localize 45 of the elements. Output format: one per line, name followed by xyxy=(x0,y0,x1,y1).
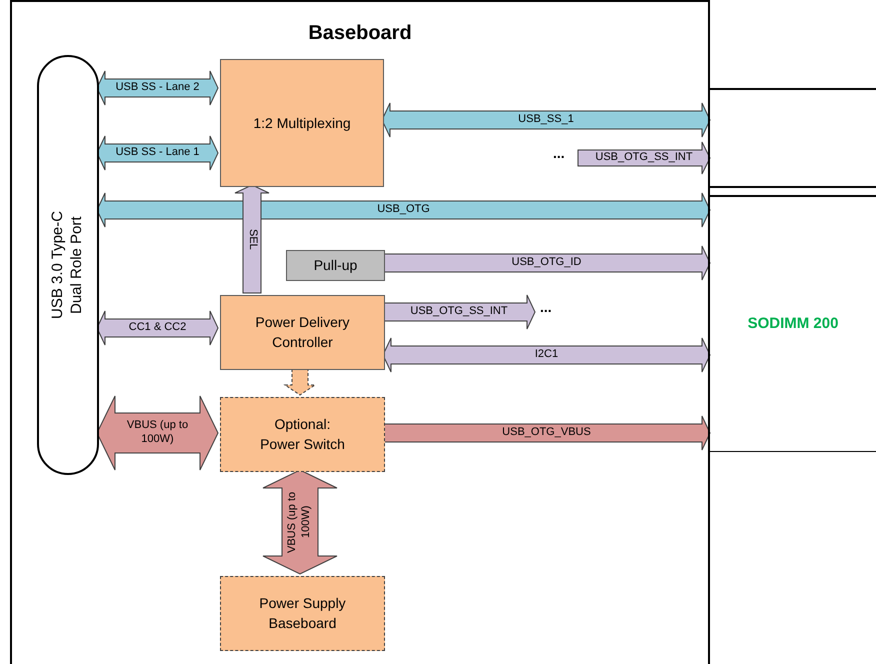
optional-box xyxy=(220,397,385,472)
process-box xyxy=(220,295,385,370)
node-text: USB 3.0 Type-C Dual Role Port xyxy=(49,210,86,322)
block-arrow xyxy=(96,192,711,228)
edge-label: USB_OTG_ID xyxy=(512,256,582,270)
block-arrow xyxy=(578,142,711,174)
edge-label: USB_SS_1 xyxy=(518,113,574,127)
edge-label: USB_OTG_SS_INT xyxy=(595,151,693,165)
optional-box xyxy=(220,576,385,651)
block-arrow xyxy=(382,294,536,330)
block-arrow xyxy=(382,416,711,450)
block-arrow xyxy=(262,469,338,575)
baseboard-frame xyxy=(10,0,710,664)
node-text: Power Supply Baseboard xyxy=(258,594,347,632)
edge-label: USB SS - Lane 1 xyxy=(116,146,200,160)
edge-label: SEL xyxy=(246,228,259,250)
block-arrow xyxy=(382,246,711,280)
edge-label: CC1 & CC2 xyxy=(128,321,186,335)
edge-label: USB_OTG_SS_INT xyxy=(410,305,508,319)
edge-label: VBUS (up to 100W) xyxy=(286,490,313,555)
node-text: 1:2 Multiplexing xyxy=(253,114,351,133)
process-box xyxy=(286,250,385,281)
ellipsis-mark: ... xyxy=(540,300,552,314)
block-arrow xyxy=(283,368,317,396)
edge-label: I2C1 xyxy=(534,348,558,362)
node-text: Optional: Power Switch xyxy=(259,415,346,454)
process-box xyxy=(220,59,384,187)
module-cell xyxy=(710,88,876,188)
edge-label: USB_OTG_VBUS xyxy=(502,426,591,440)
edge-label: USB SS - Lane 2 xyxy=(116,81,200,95)
block-arrow xyxy=(234,184,270,294)
module-cell xyxy=(710,195,876,452)
block-arrow xyxy=(96,396,219,470)
node-text: Pull-up xyxy=(314,256,358,275)
frame-title: Baseboard xyxy=(308,21,412,46)
block-arrow xyxy=(381,102,711,138)
edge-label: USB_OTG xyxy=(377,203,430,217)
block-arrow xyxy=(96,310,219,346)
ellipsis-mark: ... xyxy=(553,146,565,160)
edge-label: VBUS (up to 100W) xyxy=(126,419,190,447)
node-text: Power Delivery Controller xyxy=(254,313,351,352)
block-arrow xyxy=(96,70,219,106)
block-arrow xyxy=(96,136,219,170)
block-arrow xyxy=(382,338,711,372)
node-text: SODIMM 200 xyxy=(748,314,838,334)
